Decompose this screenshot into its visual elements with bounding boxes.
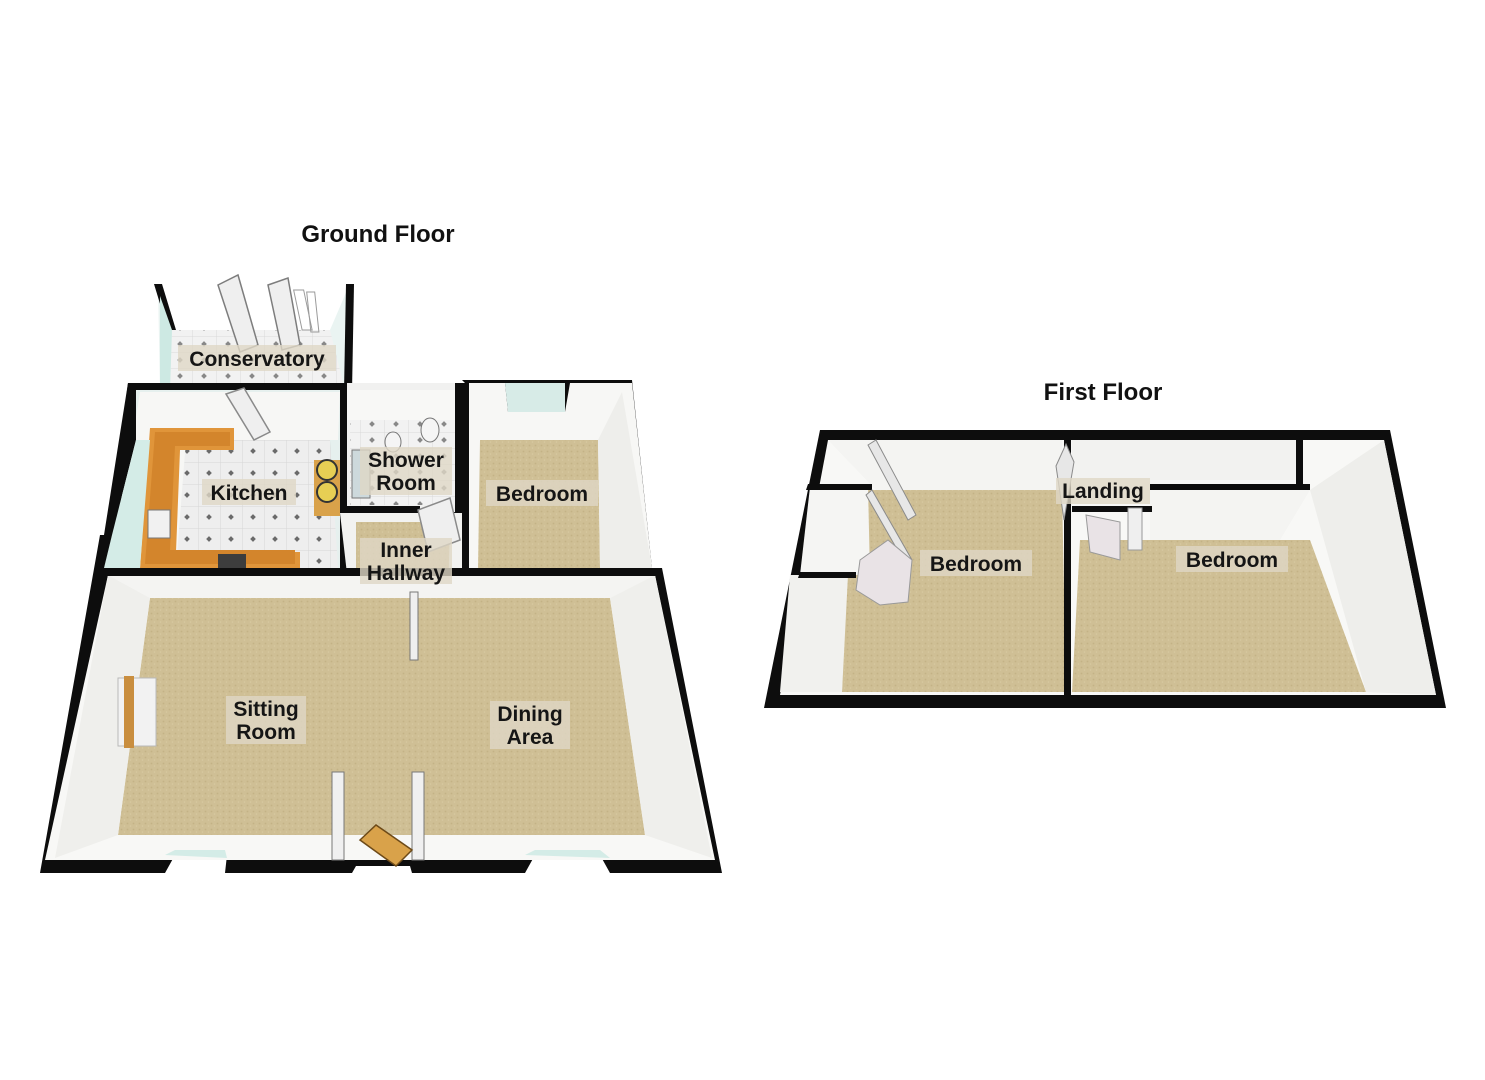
first-floor [764,430,1446,708]
sitting-dining-room [45,568,715,867]
partition-wall [409,591,419,661]
kitchen-worktop [140,428,300,568]
hob-icon [218,554,246,568]
sitting-room-label-2: Room [236,721,296,744]
inner-hallway-label-1: Inner [380,539,431,562]
dining-area-label-2: Area [507,726,554,749]
first-bedroom-right-label: Bedroom [1186,549,1278,572]
ground-bedroom-room [462,383,652,568]
kitchen-label: Kitchen [210,482,287,505]
kitchen-room [104,383,340,568]
conservatory-label: Conservatory [189,348,325,371]
wardrobe-icon [855,539,913,606]
kitchen-table [314,459,340,516]
dining-area-label-1: Dining [497,703,562,726]
first-bedroom-right [1055,440,1436,695]
sitting-room-label-1: Sitting [233,698,298,721]
conservatory-room [154,273,354,392]
landing-label: Landing [1062,480,1144,503]
first-bedroom-left [780,439,1066,692]
inner-hallway-label-2: Hallway [367,562,446,585]
front-door-icon [358,824,414,867]
sink-icon [147,509,171,539]
fireplace-icon [117,676,157,748]
toilet-icon [420,417,440,443]
ground-bedroom-label: Bedroom [496,483,588,506]
shower-room-label-1: Shower [368,449,444,472]
first-floor-title: First Floor [1044,379,1163,406]
ground-floor-title: Ground Floor [301,221,454,248]
first-bedroom-left-label: Bedroom [930,553,1022,576]
kitchen-door-icon [224,387,272,441]
shower-room-label-2: Room [376,472,436,495]
